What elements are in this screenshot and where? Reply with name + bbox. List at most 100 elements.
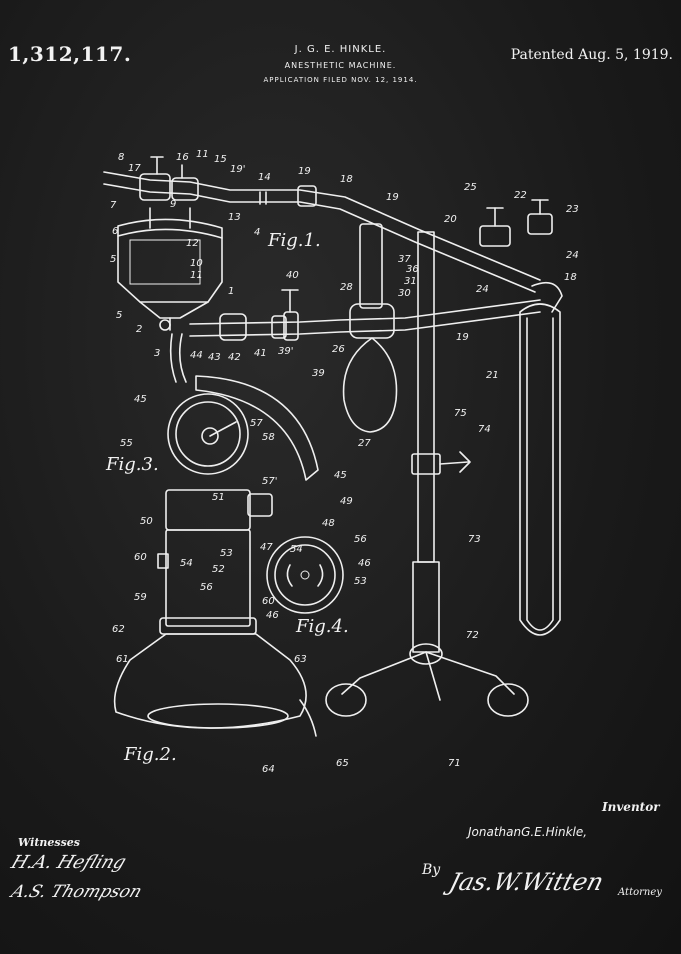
ref-54a: 54	[290, 544, 303, 555]
ref-24b: 24	[476, 284, 489, 295]
ref-51: 51	[212, 492, 225, 503]
ref-57: 57	[250, 418, 263, 429]
ref-53a: 53	[354, 576, 367, 587]
fig4-label: Fig.4.	[295, 616, 349, 637]
witness-signature-1: H.A. Hefling	[8, 852, 129, 873]
ref-72: 72	[466, 630, 479, 641]
ref-19c: 19	[386, 192, 399, 203]
witness-signature-2: A.S. Thompson	[8, 882, 145, 902]
ref-8: 8	[118, 152, 124, 163]
ref-56b: 56	[200, 582, 213, 593]
ref-40: 40	[286, 270, 299, 281]
witnesses-caption: Witnesses	[18, 836, 80, 849]
ref-56a: 56	[354, 534, 367, 545]
ref-71: 71	[448, 758, 461, 769]
ref-3: 3	[154, 348, 160, 359]
ref-65: 65	[336, 758, 349, 769]
reference-numerals: 8 17 16 11 15 19 19' 14 18 7 9 13 6 12 4…	[110, 149, 579, 775]
ref-1: 1	[228, 286, 234, 297]
ref-20: 20	[444, 214, 457, 225]
ref-50: 50	[140, 516, 153, 527]
attorney-signature: Jas.W.Witten	[446, 868, 607, 896]
invention-title: ANESTHETIC MACHINE.	[284, 61, 397, 70]
ref-42: 42	[228, 352, 241, 363]
ref-39b: 39	[312, 368, 325, 379]
ref-41: 41	[254, 348, 267, 359]
ref-46a: 46	[358, 558, 371, 569]
fig2-mask	[113, 489, 317, 737]
fig1-label: Fig.1.	[267, 230, 321, 251]
ref-73: 73	[468, 534, 481, 545]
ref-52: 52	[212, 564, 225, 575]
ref-14: 14	[258, 172, 271, 183]
inventor-name: JonathanG.E.Hinkle,	[468, 825, 588, 839]
ref-19a: 19	[298, 166, 311, 177]
ref-31: 31	[404, 276, 417, 287]
ref-74: 74	[478, 424, 491, 435]
ref-45b: 45	[334, 470, 347, 481]
inventor-heading: J. G. E. HINKLE.	[294, 44, 387, 55]
patent-number: 1,312,117.	[8, 42, 132, 66]
ref-54b: 54	[180, 558, 193, 569]
ref-45a: 45	[134, 394, 147, 405]
ref-61: 61	[116, 654, 129, 665]
ref-15: 15	[214, 154, 227, 165]
fig3-gauge	[167, 375, 319, 481]
ref-12: 12	[186, 238, 199, 249]
ref-49: 49	[340, 496, 353, 507]
ref-44: 44	[190, 350, 203, 361]
fig2-label: Fig.2.	[123, 744, 177, 765]
ref-19d: 19	[456, 332, 469, 343]
ref-6: 6	[112, 226, 118, 237]
fig1-drawing	[103, 156, 563, 717]
ref-9: 9	[170, 199, 176, 210]
ref-63: 63	[294, 654, 307, 665]
ref-11b: 11	[190, 270, 203, 281]
ref-26: 26	[332, 344, 345, 355]
patented-date: Patented Aug. 5, 1919.	[510, 47, 673, 63]
by-label: By	[422, 862, 441, 878]
ref-36: 36	[406, 264, 419, 275]
ref-25: 25	[464, 182, 477, 193]
ref-16: 16	[176, 152, 189, 163]
ref-43: 43	[208, 352, 221, 363]
ref-64: 64	[262, 764, 275, 775]
ref-39a: 39'	[278, 346, 293, 357]
attorney-caption: Attorney	[618, 887, 662, 898]
ref-5b: 5	[116, 310, 122, 321]
ref-17: 17	[128, 163, 141, 174]
ref-13: 13	[228, 212, 241, 223]
ref-55: 55	[120, 438, 133, 449]
ref-10: 10	[190, 258, 203, 269]
ref-22: 22	[514, 190, 527, 201]
ref-27: 27	[358, 438, 371, 449]
ref-18a: 18	[340, 174, 353, 185]
ref-30: 30	[398, 288, 411, 299]
ref-57b: 57'	[262, 476, 277, 487]
ref-24a: 24	[566, 250, 579, 261]
ref-28: 28	[340, 282, 353, 293]
ref-46b: 46	[266, 610, 279, 621]
ref-53b: 53	[220, 548, 233, 559]
ref-59: 59	[134, 592, 147, 603]
ref-62: 62	[112, 624, 125, 635]
ref-2: 2	[136, 324, 142, 335]
ref-47: 47	[260, 542, 273, 553]
ref-18b: 18	[564, 272, 577, 283]
inventor-caption: Inventor	[602, 800, 660, 814]
patent-header: J. G. E. HINKLE. ANESTHETIC MACHINE. APP…	[0, 44, 681, 84]
ref-4: 4	[254, 227, 260, 238]
ref-60a: 60	[134, 552, 147, 563]
filing-date: APPLICATION FILED NOV. 12, 1914.	[263, 76, 418, 84]
ref-48: 48	[322, 518, 335, 529]
ref-5a: 5	[110, 254, 116, 265]
ref-21: 21	[486, 370, 499, 381]
ref-11: 11	[196, 149, 209, 160]
ref-58: 58	[262, 432, 275, 443]
fig3-label: Fig.3.	[105, 454, 159, 475]
ref-75: 75	[454, 408, 467, 419]
ref-60b: 60	[262, 596, 275, 607]
ref-37: 37	[398, 254, 411, 265]
ref-7: 7	[110, 200, 117, 211]
